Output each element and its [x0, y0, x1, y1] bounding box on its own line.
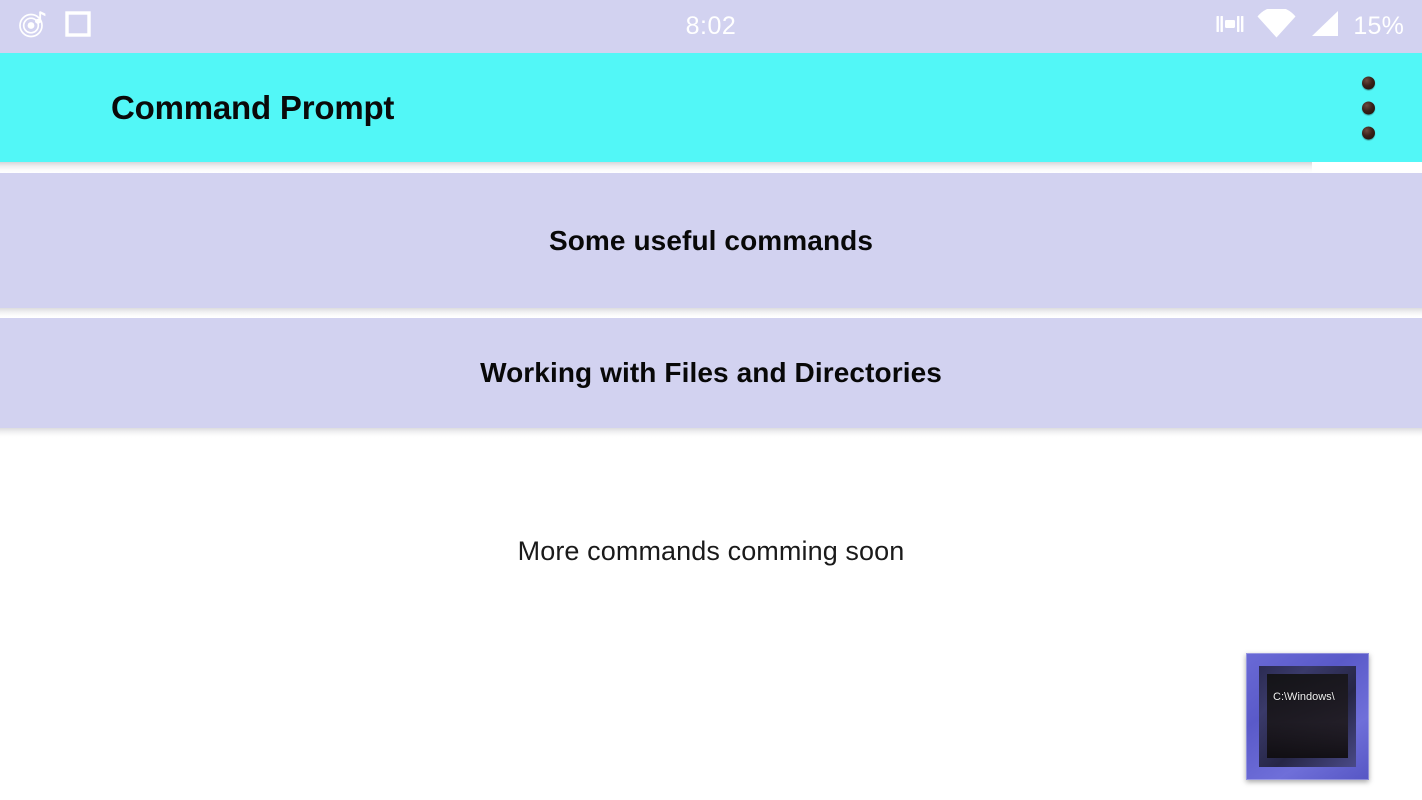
- status-bar: 15%: [0, 0, 1422, 53]
- square-outline-icon: [64, 10, 92, 43]
- command-card-working-with-files-and-directories[interactable]: Working with Files and Directories: [0, 318, 1422, 428]
- cell-signal-icon: [1308, 9, 1342, 44]
- overflow-dot-icon: [1362, 101, 1375, 114]
- card-shadow: [0, 308, 1422, 318]
- overflow-dot-icon: [1362, 126, 1375, 139]
- overflow-dot-icon: [1362, 76, 1375, 89]
- command-prompt-path-text: C:\Windows\: [1273, 691, 1335, 703]
- app-bar-shadow: [0, 162, 1312, 173]
- command-prompt-icon: C:\Windows\: [1246, 653, 1369, 780]
- status-bar-left-icons: [18, 9, 92, 44]
- app-bar-title: Command Prompt: [111, 88, 395, 126]
- overflow-menu-button[interactable]: [1354, 70, 1383, 145]
- battery-percent-label: 15%: [1353, 12, 1404, 40]
- card-label: Some useful commands: [548, 224, 874, 256]
- wifi-icon: [1256, 7, 1297, 44]
- card-label: Working with Files and Directories: [480, 357, 942, 388]
- command-prompt-icon-frame: C:\Windows\: [1246, 653, 1369, 780]
- coming-soon-note: More commands comming soon: [517, 536, 905, 566]
- vibrate-icon: [1215, 11, 1245, 42]
- command-card-some-useful-commands[interactable]: Some useful commands: [0, 173, 1422, 308]
- app-bar: Command Prompt: [0, 53, 1422, 162]
- command-prompt-icon-screen: C:\Windows\: [1267, 674, 1348, 758]
- status-bar-right-icons: 15%: [1215, 7, 1404, 44]
- card-shadow: [0, 428, 1422, 438]
- music-record-icon: [18, 9, 48, 44]
